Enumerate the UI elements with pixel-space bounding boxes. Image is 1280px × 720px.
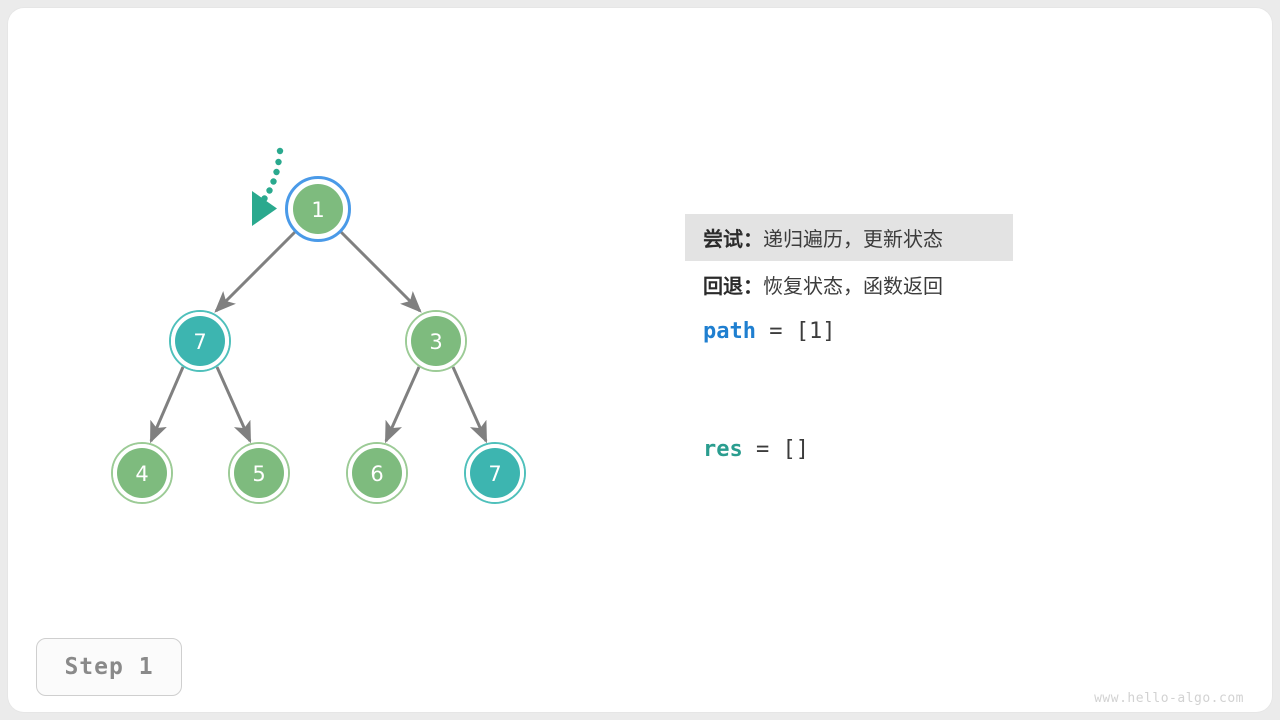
tree-node-7-right-label: 7 (488, 462, 501, 486)
edge-7-to-5 (215, 366, 252, 444)
edge-1-to-7 (214, 229, 298, 313)
state-info-panel: 尝试：递归遍历，更新状态 回退：恢复状态，函数返回 path = [1] res… (685, 214, 1205, 473)
tree-node-1[interactable]: 1 (285, 176, 351, 242)
backtrack-phase-desc: 恢复状态，函数返回 (763, 274, 943, 298)
backtrack-phase-text: 回退：恢复状态，函数返回 (703, 270, 943, 299)
tree-node-5-label: 5 (252, 462, 265, 486)
try-phase-label: 尝试： (703, 227, 763, 251)
tree-node-7-right[interactable]: 7 (464, 442, 526, 504)
path-variable-value: [1] (795, 319, 836, 344)
tree-node-6-label: 6 (370, 462, 383, 486)
tree-node-6[interactable]: 6 (346, 442, 408, 504)
path-variable-row: path = [1] (685, 308, 1205, 355)
edge-3-to-7 (451, 366, 488, 444)
backtrack-phase-row: 回退：恢复状态，函数返回 (685, 261, 1205, 308)
res-assign-operator: = (742, 437, 783, 462)
tree-node-4[interactable]: 4 (111, 442, 173, 504)
try-phase-row: 尝试：递归遍历，更新状态 (685, 214, 1013, 261)
edge-3-to-6 (384, 366, 421, 444)
info-spacer (685, 355, 1205, 426)
tree-node-1-label: 1 (311, 198, 324, 222)
site-watermark: www.hello-algo.com (1094, 691, 1244, 706)
cursor-trail (261, 147, 284, 202)
tree-node-7-left[interactable]: 7 (169, 310, 231, 372)
path-variable-name: path (703, 319, 756, 344)
path-assign-operator: = (755, 319, 796, 344)
res-variable-row: res = [] (685, 426, 1205, 473)
step-badge: Step 1 (36, 638, 182, 696)
tree-node-3[interactable]: 3 (405, 310, 467, 372)
res-variable-name: res (703, 437, 743, 462)
recursion-cursor-arrow-icon (252, 191, 277, 226)
try-phase-desc: 递归遍历，更新状态 (763, 227, 943, 251)
tree-node-4-label: 4 (135, 462, 148, 486)
tree-edges (149, 229, 488, 444)
res-variable-value: [] (782, 437, 810, 462)
edge-7-to-4 (149, 366, 185, 444)
tree-node-5[interactable]: 5 (228, 442, 290, 504)
edge-1-to-3 (338, 229, 422, 313)
tree-node-3-label: 3 (429, 330, 442, 354)
backtrack-phase-label: 回退： (703, 274, 763, 298)
try-phase-text: 尝试：递归遍历，更新状态 (703, 223, 943, 252)
tree-node-7-left-label: 7 (193, 330, 206, 354)
